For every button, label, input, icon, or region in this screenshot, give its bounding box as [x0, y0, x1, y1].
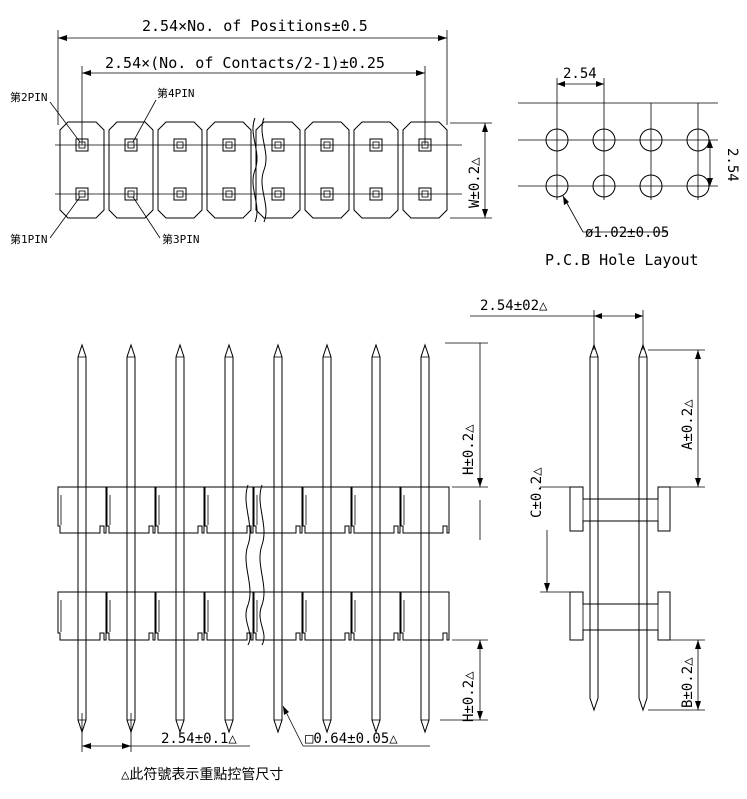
housing-outline — [304, 121, 350, 219]
dim-arrows — [477, 478, 483, 487]
dim-pin-size-label: □0.64±0.05△ — [305, 731, 398, 747]
dim-contacts-label: 2.54×(No. of Contacts/2-1)±0.25 — [105, 54, 385, 72]
dim-c-label: C±0.2△ — [529, 467, 545, 518]
pin — [371, 343, 381, 734]
pin — [224, 343, 234, 734]
housing-outline — [108, 121, 154, 219]
insulator-block — [106, 591, 156, 641]
dim-h-bottom-label: H±0.2△ — [461, 671, 477, 722]
insulator-block — [302, 486, 352, 534]
pin — [322, 343, 332, 734]
pin — [175, 343, 185, 734]
pin — [273, 343, 283, 734]
pcb-caption: P.C.B Hole Layout — [545, 251, 699, 269]
insulator-block — [253, 486, 303, 534]
pcb-row-pitch-label: 2.54 — [724, 148, 740, 182]
insulator-block — [351, 591, 401, 641]
break-mark-left — [245, 484, 251, 646]
side-pin — [589, 343, 599, 712]
insulator-block — [400, 486, 450, 534]
dim-b-label: B±0.2△ — [680, 657, 696, 708]
pcb-hole-layout: 2.54 2.54 ø1.02±0.05 P.C.B Hole Layout — [518, 66, 740, 269]
break-mark-right — [261, 117, 267, 223]
side-view: 2.54±02△ A±0.2△ C±0.2△ B±0.2△ — [470, 298, 705, 712]
side-pin — [638, 343, 648, 712]
dim-arrows — [544, 583, 550, 592]
top-view-housings — [59, 121, 448, 219]
pin3-leader — [132, 196, 161, 239]
pin1-label: 第1PIN — [10, 232, 48, 246]
front-view-pins — [77, 343, 430, 734]
front-view: H±0.2△ H±0.2△ 2.54±0.1△ □0.64±0.05△ — [57, 342, 488, 752]
insulator-block — [106, 486, 156, 534]
insulator-block — [155, 486, 205, 534]
pin — [126, 343, 136, 734]
pcb-holes — [545, 103, 710, 200]
front-view-insulators — [57, 486, 450, 641]
insulator-block — [253, 591, 303, 641]
housing-outline — [255, 121, 301, 219]
insulator-block — [57, 486, 107, 534]
housing-outline — [402, 121, 448, 219]
dim-positions-label: 2.54×No. of Positions±0.5 — [142, 17, 368, 35]
insulator-block — [155, 591, 205, 641]
housing-outline — [353, 121, 399, 219]
dim-a-label: A±0.2△ — [680, 399, 696, 450]
dim-side-pitch-label: 2.54±02△ — [480, 298, 548, 314]
housing-outline — [59, 121, 105, 219]
housing-outline — [157, 121, 203, 219]
side-view-insulators — [569, 486, 671, 641]
pcb-pitch-label: 2.54 — [563, 66, 597, 82]
hole-leader-arrow — [563, 196, 569, 205]
pin4-leader — [132, 99, 157, 143]
top-view: 2.54×No. of Positions±0.5 2.54×(No. of C… — [10, 17, 492, 246]
pin3-label: 第3PIN — [162, 232, 200, 246]
hole-dim-label: ø1.02±0.05 — [585, 225, 669, 241]
housing-outline — [206, 121, 252, 219]
insulator-block — [57, 591, 107, 641]
footnote: △此符號表示重點控管尺寸 — [121, 767, 283, 783]
pin4-label: 第4PIN — [157, 86, 195, 100]
insulator-block — [400, 591, 450, 641]
pin-size-arrow — [283, 706, 289, 715]
insulator-block — [302, 591, 352, 641]
break-mark-left — [252, 117, 258, 223]
dim-width-label: W±0.2△ — [467, 157, 483, 208]
pin — [77, 343, 87, 734]
pin — [420, 343, 430, 734]
insulator-block — [204, 486, 254, 534]
dim-h-top-label: H±0.2△ — [461, 424, 477, 475]
pin2-leader — [49, 101, 81, 143]
insulator-block — [204, 591, 254, 641]
side-insulator — [569, 486, 671, 532]
side-insulator — [569, 591, 671, 641]
side-view-pins — [589, 343, 648, 712]
dim-front-pitch-label: 2.54±0.1△ — [161, 731, 237, 747]
pin2-label: 第2PIN — [10, 90, 48, 104]
pin1-leader — [49, 196, 81, 239]
break-mark-right — [259, 484, 265, 646]
dim-arrows — [477, 640, 483, 720]
insulator-block — [351, 486, 401, 534]
